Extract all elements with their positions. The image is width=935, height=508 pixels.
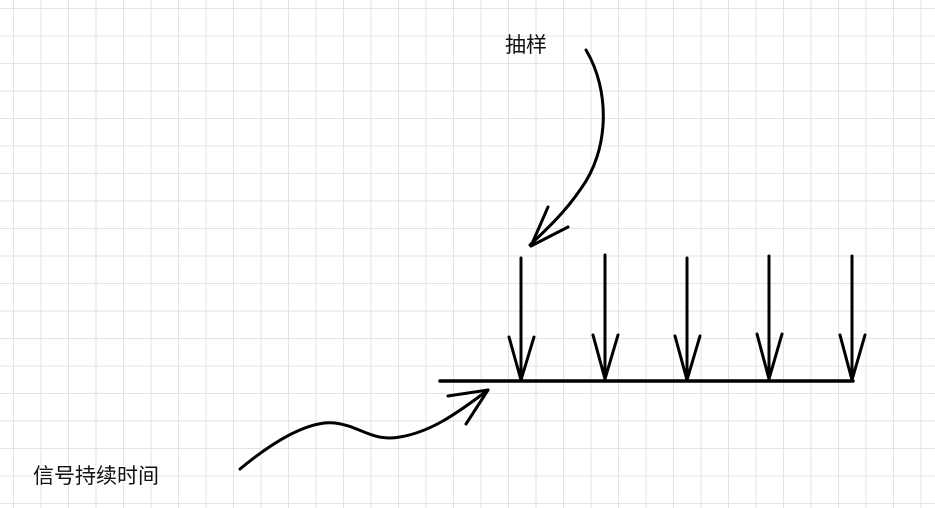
sample-arrow-4 bbox=[755, 254, 784, 381]
sample-arrow-5 bbox=[838, 254, 867, 382]
sample-arrow-3 bbox=[673, 256, 702, 382]
sample-arrow-1 bbox=[507, 256, 536, 382]
sample-arrow-2 bbox=[591, 253, 620, 381]
sampling-label: 抽样 bbox=[505, 33, 547, 57]
signal-duration-label: 信号持续时间 bbox=[33, 464, 159, 488]
sampling-pointer-arrow bbox=[528, 48, 605, 248]
duration-pointer-arrow bbox=[238, 388, 490, 471]
sample-arrows bbox=[507, 253, 867, 382]
